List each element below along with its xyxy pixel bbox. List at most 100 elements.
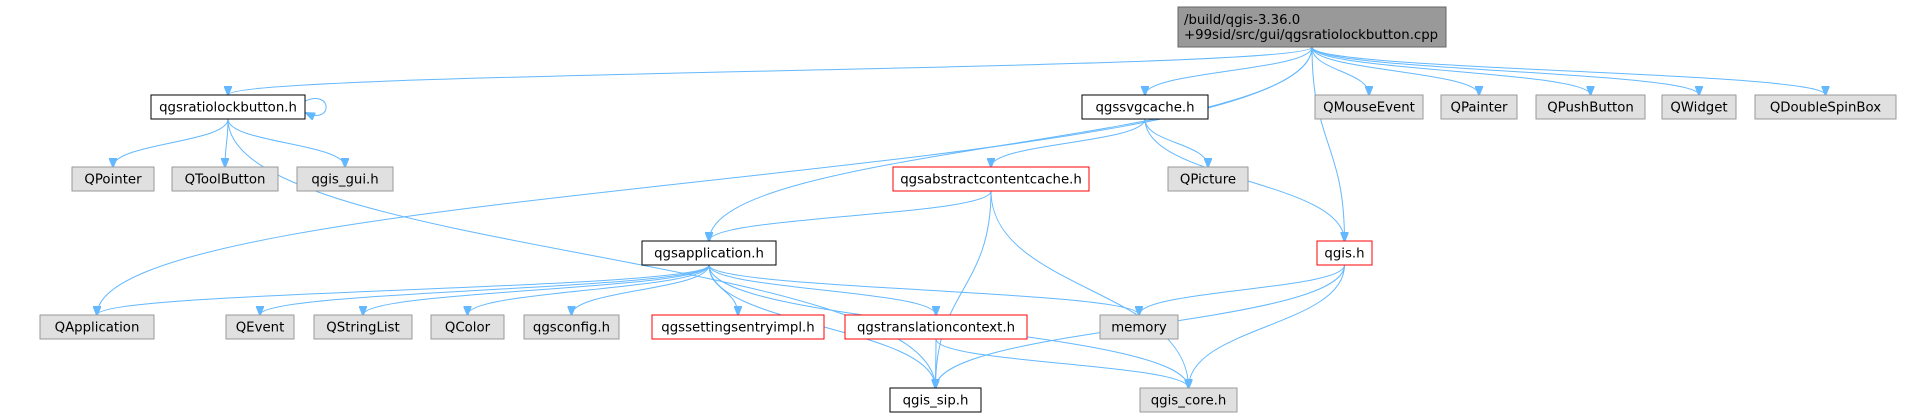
- node-qcolor-label-0: QColor: [445, 321, 491, 336]
- node-qapplication-box: [39, 314, 155, 340]
- node-qgissip[interactable]: qgis_sip.h: [889, 387, 982, 413]
- node-qpointer-box: [71, 166, 155, 192]
- node-qpicture-label-0: QPicture: [1180, 173, 1236, 188]
- edge-application-to-qstringlist: [363, 264, 710, 315]
- node-memory-box: [1099, 314, 1179, 340]
- node-qtoolbutton-box: [171, 166, 279, 192]
- node-application[interactable]: qgsapplication.h: [641, 240, 777, 266]
- node-qpainter[interactable]: QPainter: [1440, 94, 1518, 120]
- node-abstractcontentcache-box: [892, 166, 1090, 192]
- edge-root-to-application: [709, 46, 1313, 241]
- node-qwidget[interactable]: QWidget: [1661, 94, 1737, 120]
- edge-ratiolockbutton-to-qpointer: [113, 118, 229, 167]
- node-qgiscore-box: [1139, 387, 1238, 413]
- node-qstringlist-label-0: QStringList: [326, 321, 399, 336]
- node-svgcache-label-0: qgssvgcache.h: [1095, 101, 1194, 116]
- node-qstringlist[interactable]: QStringList: [313, 314, 413, 340]
- edge-root-to-qgis: [1311, 46, 1345, 241]
- node-qgis[interactable]: qgis.h: [1316, 240, 1373, 266]
- node-qmouseevent[interactable]: QMouseEvent: [1314, 94, 1424, 120]
- node-qpushbutton-label-0: QPushButton: [1547, 101, 1634, 116]
- edge-root-to-qdoublespinbox: [1311, 46, 1826, 95]
- edge-application-to-qgsconfig: [572, 264, 710, 315]
- node-memory-label-0: memory: [1111, 321, 1167, 336]
- node-qmouseevent-box: [1314, 94, 1424, 120]
- node-qcolor[interactable]: QColor: [430, 314, 505, 340]
- node-qdoublespinbox-box: [1754, 94, 1897, 120]
- node-qmouseevent-label-0: QMouseEvent: [1323, 101, 1415, 116]
- node-qgisgui-box: [296, 166, 394, 192]
- node-qwidget-box: [1661, 94, 1737, 120]
- node-qgissip-label-0: qgis_sip.h: [903, 394, 969, 409]
- node-qpushbutton[interactable]: QPushButton: [1535, 94, 1646, 120]
- node-qdoublespinbox[interactable]: QDoubleSpinBox: [1754, 94, 1897, 120]
- node-qpointer[interactable]: QPointer: [71, 166, 155, 192]
- node-qgisgui[interactable]: qgis_gui.h: [296, 166, 394, 192]
- node-root-label-0: /build/qgis-3.36.0: [1184, 13, 1300, 28]
- node-translationcontext[interactable]: qgstranslationcontext.h: [844, 314, 1028, 340]
- node-qpainter-box: [1440, 94, 1518, 120]
- node-qgisgui-label-0: qgis_gui.h: [311, 173, 378, 188]
- node-ratiolockbutton[interactable]: qgsratiolockbutton.h: [150, 94, 306, 120]
- node-qpicture[interactable]: QPicture: [1167, 166, 1249, 192]
- node-qdoublespinbox-label-0: QDoubleSpinBox: [1770, 101, 1881, 116]
- node-memory[interactable]: memory: [1099, 314, 1179, 340]
- node-abstractcontentcache-label-0: qgsabstractcontentcache.h: [900, 173, 1082, 188]
- edge-application-to-qevent: [260, 264, 710, 315]
- node-qevent[interactable]: QEvent: [225, 314, 295, 340]
- node-qgsconfig[interactable]: qgsconfig.h: [523, 314, 620, 340]
- nodes-layer: /build/qgis-3.36.0+99sid/src/gui/qgsrati…: [39, 6, 1897, 413]
- node-qapplication-label-0: QApplication: [55, 321, 140, 336]
- edge-root-to-qpainter: [1311, 46, 1479, 95]
- node-translationcontext-box: [844, 314, 1028, 340]
- edge-ratiolockbutton-to-qgissip: [227, 118, 936, 388]
- node-settingsentryimpl-box: [651, 314, 825, 340]
- node-settingsentryimpl[interactable]: qgssettingsentryimpl.h: [651, 314, 825, 340]
- edge-root-to-qpushbutton: [1311, 46, 1591, 95]
- node-qpainter-label-0: QPainter: [1450, 101, 1508, 116]
- node-qgiscore-label-0: qgis_core.h: [1151, 394, 1227, 409]
- node-qpointer-label-0: QPointer: [84, 173, 142, 188]
- node-qgissip-box: [889, 387, 982, 413]
- node-qpushbutton-box: [1535, 94, 1646, 120]
- node-ratiolockbutton-label-0: qgsratiolockbutton.h: [159, 101, 297, 116]
- edge-ratiolockbutton-to-ratiolockbutton: [305, 98, 327, 116]
- node-svgcache[interactable]: qgssvgcache.h: [1081, 94, 1209, 120]
- edge-ratiolockbutton-to-qtoolbutton: [225, 118, 228, 167]
- node-qcolor-box: [430, 314, 505, 340]
- edge-root-to-qapplication: [97, 46, 1313, 315]
- edge-root-to-svgcache: [1145, 46, 1313, 95]
- edge-application-to-qcolor: [468, 264, 710, 315]
- node-qevent-box: [225, 314, 295, 340]
- node-qstringlist-box: [313, 314, 413, 340]
- node-application-label-0: qgsapplication.h: [654, 247, 764, 262]
- node-translationcontext-label-0: qgstranslationcontext.h: [857, 321, 1015, 336]
- edge-application-to-memory: [708, 264, 1139, 315]
- node-qgiscore[interactable]: qgis_core.h: [1139, 387, 1238, 413]
- edge-svgcache-to-qpicture: [1144, 118, 1208, 167]
- node-qwidget-label-0: QWidget: [1670, 101, 1727, 116]
- node-qtoolbutton[interactable]: QToolButton: [171, 166, 279, 192]
- node-qgsconfig-label-0: qgsconfig.h: [533, 321, 610, 336]
- node-root-box: [1177, 6, 1447, 48]
- edge-abstractcontentcache-to-application: [709, 190, 992, 241]
- edge-root-to-qwidget: [1311, 46, 1699, 95]
- node-ratiolockbutton-box: [150, 94, 306, 120]
- node-svgcache-box: [1081, 94, 1209, 120]
- edge-translationcontext-to-qgiscore: [935, 338, 1189, 388]
- edge-root-to-qmouseevent: [1311, 46, 1369, 95]
- edge-abstractcontentcache-to-qgissip: [936, 190, 992, 388]
- edge-translationcontext-to-qgissip: [936, 338, 937, 388]
- node-root[interactable]: /build/qgis-3.36.0+99sid/src/gui/qgsrati…: [1177, 6, 1447, 48]
- node-qapplication[interactable]: QApplication: [39, 314, 155, 340]
- edge-application-to-qapplication: [97, 264, 710, 315]
- node-root-label-1: +99sid/src/gui/qgsratiolockbutton.cpp: [1184, 28, 1438, 43]
- edge-root-to-ratiolockbutton: [228, 46, 1313, 95]
- node-qpicture-box: [1167, 166, 1249, 192]
- node-qgis-box: [1316, 240, 1373, 266]
- edge-svgcache-to-abstractcontentcache: [991, 118, 1146, 167]
- edge-abstractcontentcache-to-qgiscore: [990, 190, 1189, 388]
- node-abstractcontentcache[interactable]: qgsabstractcontentcache.h: [892, 166, 1090, 192]
- node-settingsentryimpl-label-0: qgssettingsentryimpl.h: [661, 321, 814, 336]
